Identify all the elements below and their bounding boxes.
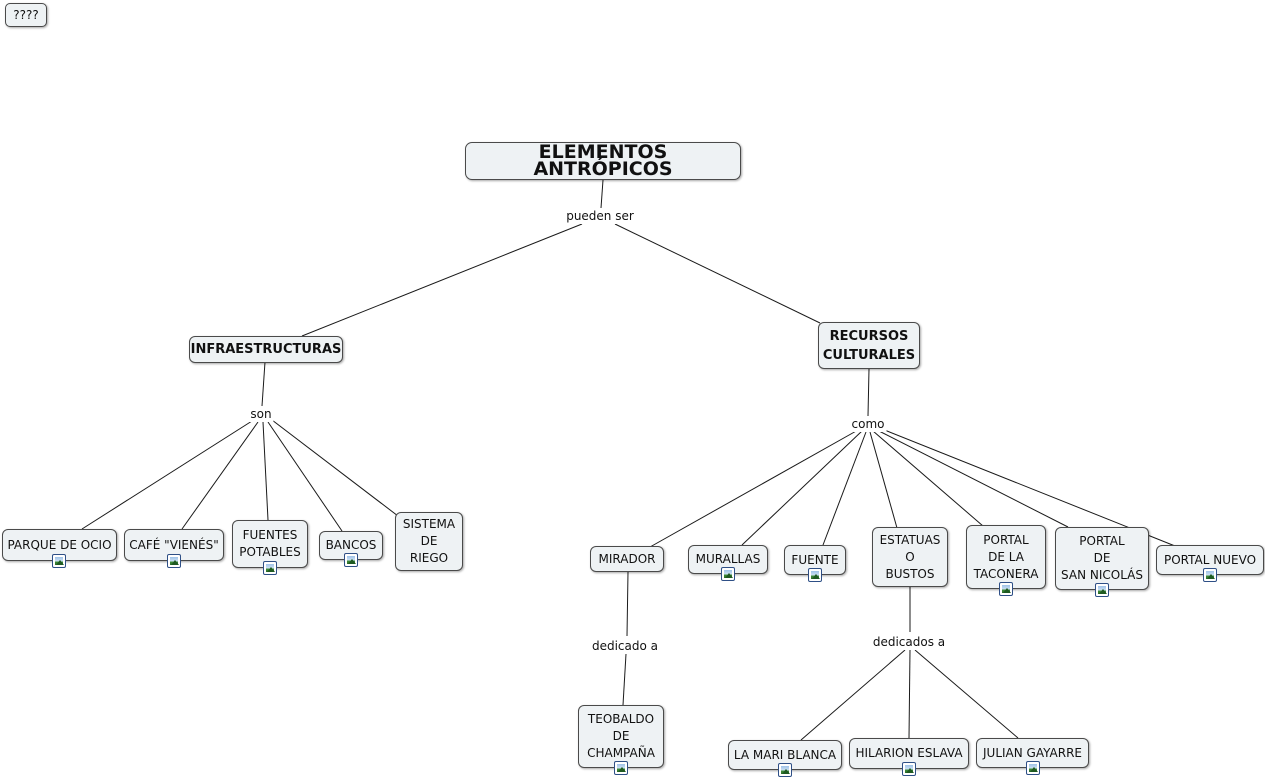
image-icon[interactable] — [52, 554, 66, 568]
image-icon[interactable] — [902, 762, 916, 776]
concept-estatuas-o-bustos[interactable]: ESTATUAS O BUSTOS — [872, 527, 948, 587]
image-icon[interactable] — [1026, 761, 1040, 775]
concept-infraestructuras[interactable]: INFRAESTRUCTURAS — [189, 336, 343, 363]
image-icon[interactable] — [344, 553, 358, 567]
image-icon[interactable] — [1095, 583, 1109, 597]
concept-root-elementos-antropicos[interactable]: ELEMENTOS ANTRÓPICOS — [465, 142, 741, 180]
image-icon[interactable] — [721, 567, 735, 581]
link-label-son: son — [248, 406, 274, 422]
link-label-dedicado-a: dedicado a — [589, 638, 661, 654]
link-label-dedicados-a: dedicados a — [870, 634, 948, 650]
concept-mirador[interactable]: MIRADOR — [590, 546, 664, 572]
image-icon[interactable] — [1203, 568, 1217, 582]
image-icon[interactable] — [167, 554, 181, 568]
concept-fuente[interactable]: FUENTE — [784, 545, 846, 575]
concept-portal-de-san-nicolas[interactable]: PORTAL DE SAN NICOLÁS — [1055, 527, 1149, 590]
link-label-como: como — [849, 416, 887, 432]
concept-teobaldo-de-champana[interactable]: TEOBALDO DE CHAMPAÑA — [578, 705, 664, 768]
image-icon[interactable] — [808, 568, 822, 582]
unnamed-button[interactable]: ???? — [5, 3, 47, 27]
image-icon[interactable] — [614, 761, 628, 775]
concept-recursos-culturales[interactable]: RECURSOS CULTURALES — [818, 322, 920, 369]
concept-sistema-de-riego[interactable]: SISTEMA DE RIEGO — [395, 512, 463, 571]
concept-portal-de-la-taconera[interactable]: PORTAL DE LA TACONERA — [966, 525, 1046, 589]
link-label-pueden-ser: pueden ser — [564, 208, 636, 224]
image-icon[interactable] — [263, 561, 277, 575]
image-icon[interactable] — [778, 763, 792, 777]
image-icon[interactable] — [999, 582, 1013, 596]
